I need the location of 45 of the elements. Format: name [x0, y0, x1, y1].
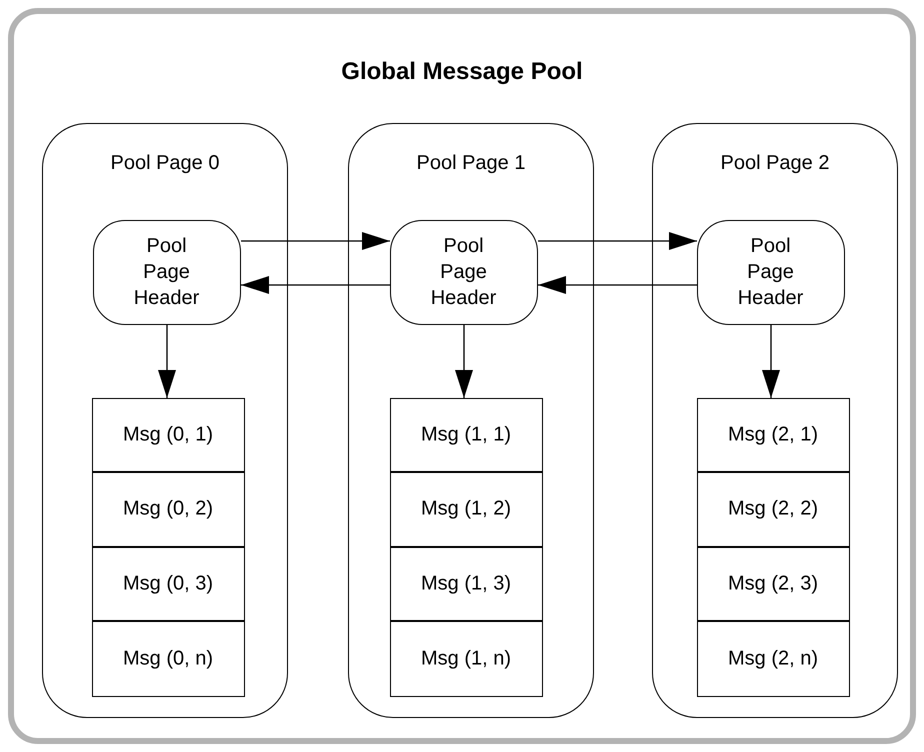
message-label: Msg (0, n) [122, 647, 214, 670]
header-box [390, 220, 538, 324]
arrow [762, 325, 780, 398]
message-cell [696, 398, 850, 472]
message-cell [696, 621, 850, 696]
message-label: Msg (2, 3) [726, 572, 820, 596]
message-cell [696, 546, 850, 621]
message-label: Msg (1, n) [420, 647, 512, 670]
message-cell [696, 472, 850, 546]
message-label: Msg (2, n) [726, 647, 820, 670]
pool-page-box [42, 123, 288, 718]
container-heading: Global Message Pool [340, 58, 584, 86]
message-label: Msg (0, 1) [122, 423, 214, 446]
header-label: Pool Page Header [736, 234, 804, 311]
arrow [241, 276, 390, 294]
header-label: Pool Page Header [430, 234, 498, 311]
header-box [696, 220, 844, 324]
message-label: Msg (0, 3) [122, 572, 214, 596]
message-cell [92, 398, 244, 472]
page-label: Pool Page 0 [110, 152, 220, 175]
message-cell [390, 621, 542, 696]
pool-page-box [348, 123, 594, 718]
message-label: Msg (1, 2) [420, 498, 512, 521]
message-cell [390, 546, 542, 621]
message-label: Msg (2, 1) [726, 423, 820, 446]
arrow [241, 232, 390, 250]
message-label: Msg (1, 3) [420, 572, 512, 596]
pool-page-box [652, 123, 898, 718]
message-label: Msg (0, 2) [122, 498, 214, 521]
message-label: Msg (2, 2) [726, 498, 820, 521]
pool-container [8, 8, 916, 744]
page-label: Pool Page 1 [416, 152, 526, 175]
message-cell [92, 472, 244, 546]
header-box [92, 220, 240, 324]
message-cell [390, 398, 542, 472]
arrow [455, 325, 473, 398]
page-label: Pool Page 2 [720, 152, 830, 175]
message-cell [92, 621, 244, 696]
header-label: Pool Page Header [132, 234, 200, 311]
message-cell [92, 546, 244, 621]
message-cell [390, 472, 542, 546]
arrow [538, 232, 697, 250]
arrow [158, 325, 176, 398]
message-label: Msg (1, 1) [420, 423, 512, 446]
arrow [538, 276, 697, 294]
